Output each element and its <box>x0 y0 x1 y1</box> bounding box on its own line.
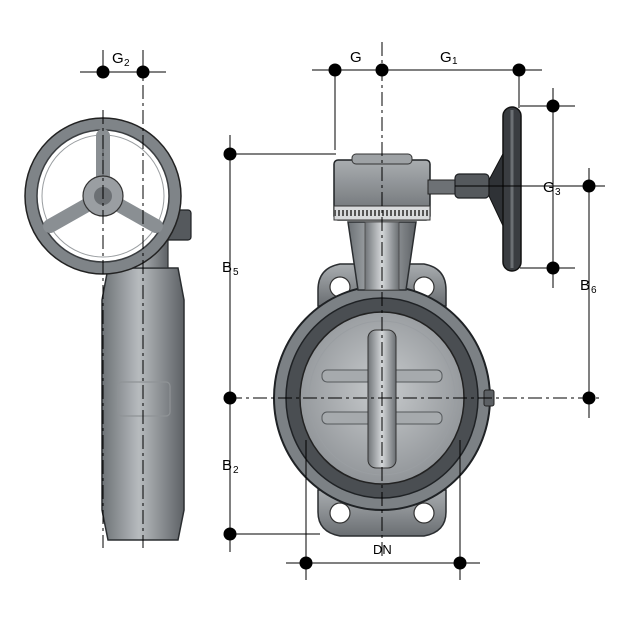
label-b5-sub: 5 <box>233 267 239 278</box>
label-b2: B <box>222 457 232 474</box>
label-g1: G <box>440 49 452 66</box>
front-view <box>223 42 605 580</box>
side-view <box>24 50 192 548</box>
label-b6: B <box>580 277 590 294</box>
label-b2-sub: 2 <box>233 465 239 476</box>
label-dn: DN <box>373 542 392 557</box>
label-g: G <box>350 49 362 66</box>
label-g2-sub: 2 <box>124 58 130 69</box>
label-g1-sub: 1 <box>452 56 458 67</box>
label-b6-sub: 6 <box>591 285 597 296</box>
label-g2: G <box>112 50 124 67</box>
label-g3: G <box>543 179 555 196</box>
label-g3-sub: 3 <box>555 187 561 198</box>
side-body-label-plate <box>117 381 171 417</box>
label-b5: B <box>222 259 232 276</box>
